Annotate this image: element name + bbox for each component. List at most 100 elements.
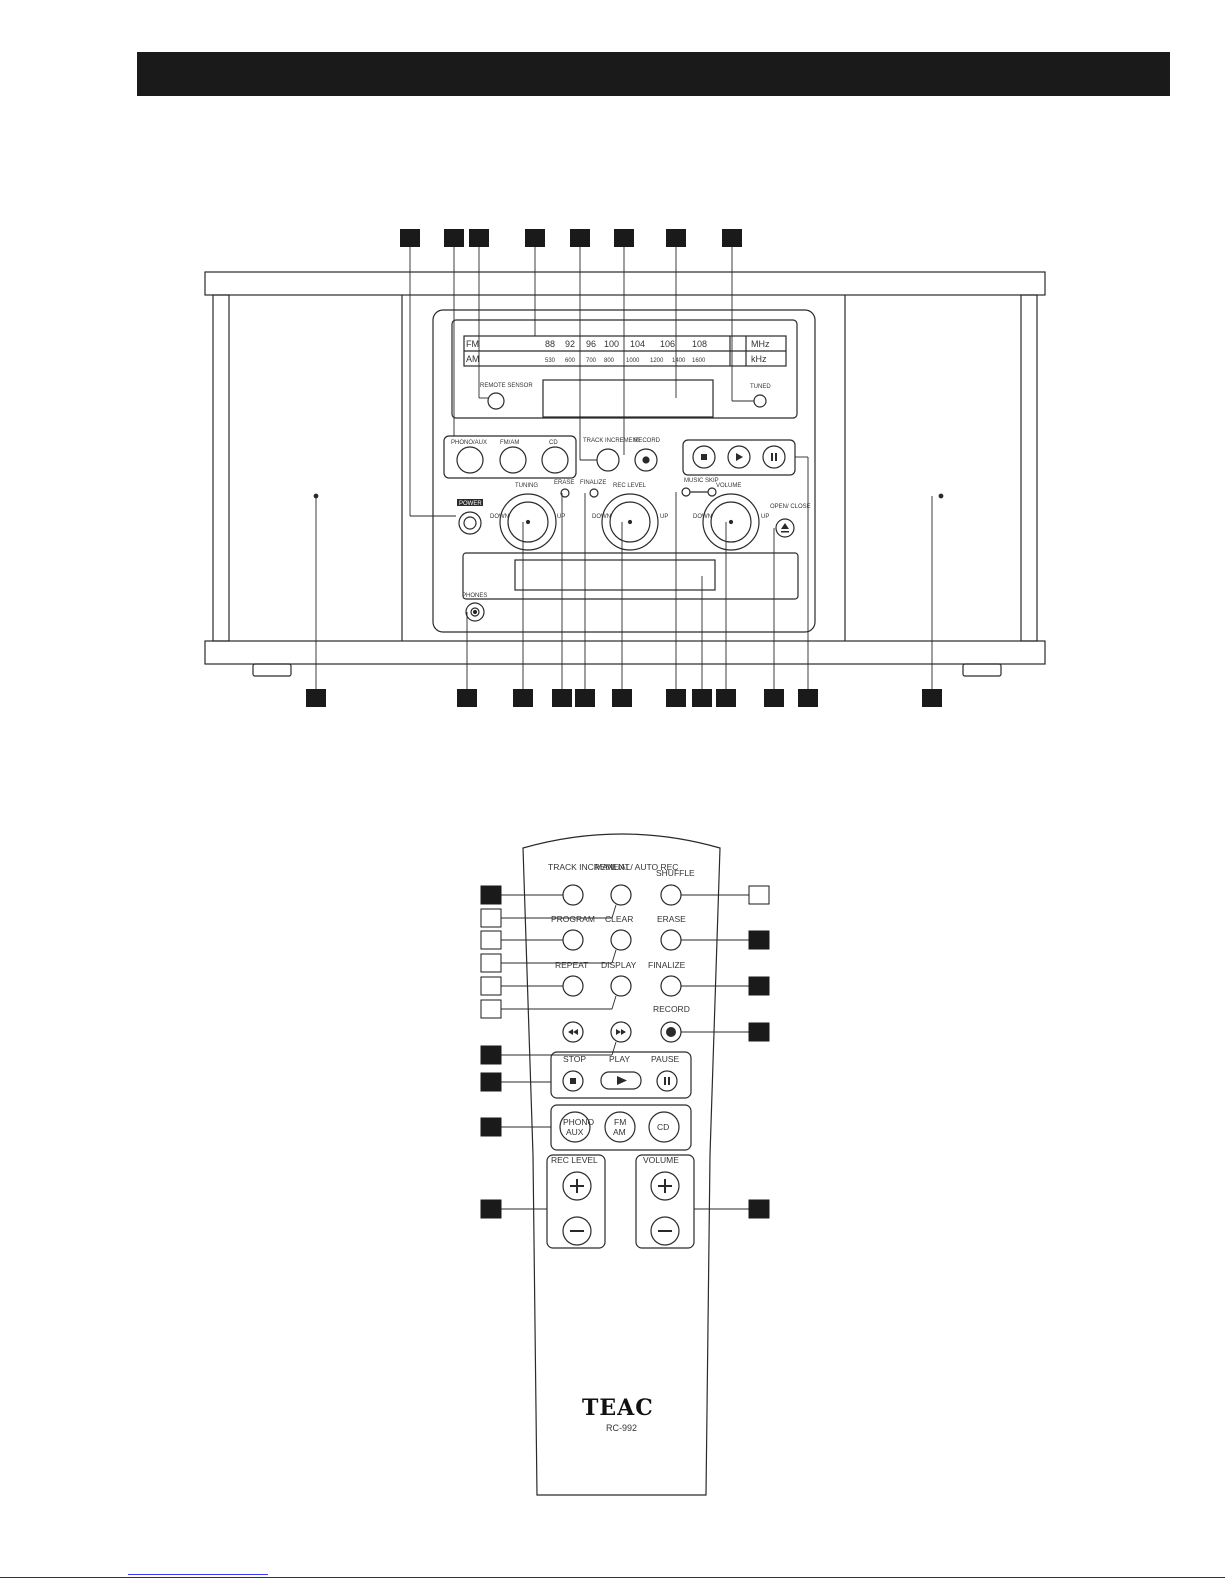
callout-box	[469, 229, 489, 247]
open-close-label: OPEN/ CLOSE	[770, 504, 811, 510]
source-button-group	[443, 435, 577, 479]
rc-fm-am-button[interactable]	[604, 1111, 636, 1143]
track-increment-label: TRACK INCREMENT	[583, 438, 641, 444]
finalize-button[interactable]	[589, 488, 599, 498]
fm-scale-label: 100	[604, 339, 619, 349]
am-scale-label: 700	[586, 358, 597, 364]
rc-erase-button[interactable]	[660, 929, 682, 951]
skip-forward-button[interactable]	[707, 487, 717, 497]
rc-manual-auto-rec-button[interactable]	[610, 884, 632, 906]
callout-box-outline	[480, 976, 502, 996]
record-button[interactable]	[634, 448, 658, 472]
am-scale-label: 1200	[650, 358, 664, 364]
erase-button[interactable]	[560, 488, 570, 498]
power-button[interactable]	[458, 511, 482, 535]
callout-box-outline	[480, 908, 502, 928]
callout-box	[748, 1022, 770, 1042]
callout-box	[922, 689, 942, 707]
volume-knob[interactable]	[702, 493, 760, 551]
callout-box-outline	[480, 953, 502, 973]
fm-am-button[interactable]	[499, 446, 527, 474]
rec-level-down-label: DOWN	[592, 514, 611, 520]
rc-track-increment-button[interactable]	[562, 884, 584, 906]
rc-stop-button[interactable]	[562, 1070, 584, 1092]
top-callout-leaders	[409, 246, 754, 517]
cd-button[interactable]	[541, 446, 569, 474]
callout-box	[570, 229, 590, 247]
rc-rec-level-label: REC LEVEL	[551, 1155, 598, 1165]
rc-volume-label: VOLUME	[643, 1155, 679, 1165]
rc-phono-aux-button[interactable]	[559, 1111, 591, 1143]
rc-repeat-button[interactable]	[562, 975, 584, 997]
pause-button[interactable]	[762, 445, 786, 469]
rc-play-button[interactable]	[600, 1071, 642, 1090]
rc-cd-label: CD	[657, 1122, 669, 1132]
callout-box	[444, 229, 464, 247]
fm-scale-label: 88	[545, 339, 555, 349]
front-panel-labels: FM AM 88 92 96 100 104 106 108 530 600 7…	[451, 339, 811, 599]
stop-button[interactable]	[692, 445, 716, 469]
remote-callout-leaders	[501, 894, 749, 1210]
music-skip-label: MUSIC SKIP	[684, 478, 719, 484]
rc-repeat-label: REPEAT	[555, 960, 588, 970]
rc-rec-level-down-button[interactable]	[562, 1216, 592, 1246]
rc-cd-button[interactable]	[648, 1111, 680, 1143]
callout-box	[764, 689, 784, 707]
rc-manual-auto-rec-label: MANUAL/ AUTO REC	[595, 862, 678, 872]
rc-stop-label: STOP	[563, 1054, 586, 1064]
rc-brand-logo: TEAC	[582, 1395, 654, 1421]
callout-box	[552, 689, 572, 707]
top-callout-boxes	[400, 229, 742, 247]
remote-body	[522, 833, 721, 1496]
tuning-down-label: DOWN	[490, 514, 509, 520]
tuning-knob[interactable]	[499, 493, 557, 551]
volume-down-label: DOWN	[693, 514, 712, 520]
fm-scale-label: 104	[630, 339, 645, 349]
am-scale-label: 530	[545, 358, 556, 364]
fm-scale-label: 108	[692, 339, 707, 349]
open-close-button[interactable]	[775, 518, 795, 538]
rc-volume-down-button[interactable]	[650, 1216, 680, 1246]
rc-display-label: DISPLAY	[601, 960, 637, 970]
unit-mhz-label: MHz	[751, 339, 770, 349]
callout-box	[480, 1199, 502, 1219]
rc-finalize-button[interactable]	[660, 975, 682, 997]
rc-skip-forward-button[interactable]	[610, 1021, 632, 1043]
rc-am-label: AM	[613, 1127, 626, 1137]
unit-khz-label: kHz	[751, 354, 767, 364]
cd-slot	[514, 559, 716, 591]
am-scale-label: 1400	[672, 358, 686, 364]
play-button[interactable]	[727, 445, 751, 469]
remote-sensor-label: REMOTE SENSOR	[480, 383, 533, 389]
rc-clear-button[interactable]	[610, 929, 632, 951]
volume-up-label: UP	[761, 514, 769, 520]
record-label: RECORD	[634, 438, 661, 444]
remote-sensor	[487, 392, 505, 410]
rc-volume-up-button[interactable]	[650, 1171, 680, 1201]
callout-box	[748, 1199, 770, 1219]
power-label: POWER	[459, 501, 482, 507]
bottom-callout-boxes	[306, 689, 942, 707]
main-unit	[204, 271, 1046, 677]
callout-box	[400, 229, 420, 247]
rc-rec-level-up-button[interactable]	[562, 1171, 592, 1201]
rc-pause-button[interactable]	[656, 1070, 678, 1092]
track-increment-button[interactable]	[596, 448, 620, 472]
rc-clear-label: CLEAR	[605, 914, 633, 924]
rc-display-button[interactable]	[610, 975, 632, 997]
phono-aux-button[interactable]	[456, 446, 484, 474]
skip-back-button[interactable]	[681, 487, 691, 497]
rc-volume-group	[635, 1154, 695, 1249]
band-fm-label: FM	[466, 339, 479, 349]
volume-label: VOLUME	[716, 483, 741, 489]
callout-box	[798, 689, 818, 707]
rc-program-button[interactable]	[562, 929, 584, 951]
left-foot	[252, 663, 292, 677]
fm-scale-label: 96	[586, 339, 596, 349]
callout-box	[666, 689, 686, 707]
rc-shuffle-button[interactable]	[660, 884, 682, 906]
rc-skip-back-button[interactable]	[562, 1021, 584, 1043]
callout-box	[513, 689, 533, 707]
transport-button-group	[682, 439, 796, 476]
rec-level-knob[interactable]	[601, 493, 659, 551]
